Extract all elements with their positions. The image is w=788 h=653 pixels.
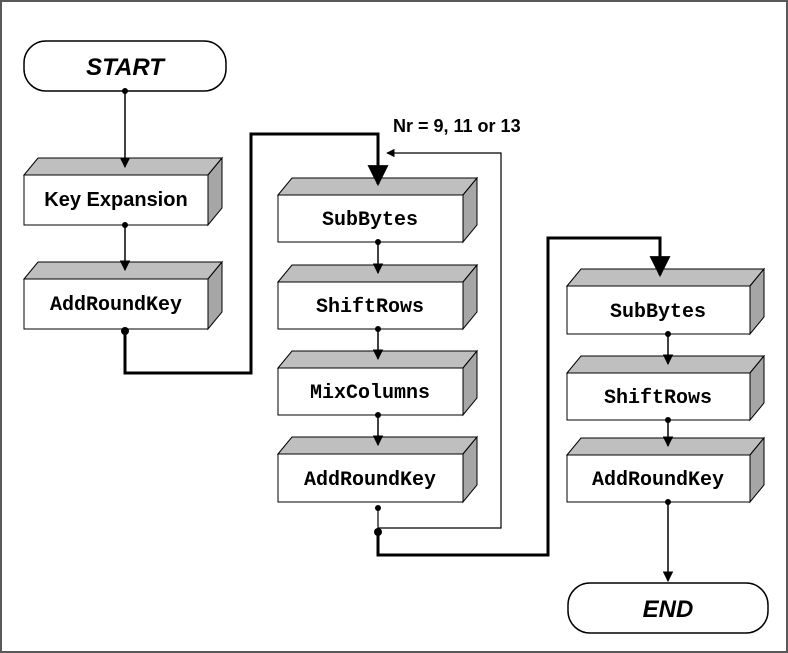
connector-shift-rows-to-mix-columns	[372, 326, 384, 361]
start-label: START	[86, 54, 166, 81]
sub-bytes-label-main: SubBytes	[322, 209, 418, 232]
connector-final-to-end	[662, 499, 674, 583]
loop-back-connector	[375, 148, 502, 529]
start-terminal: START	[23, 40, 227, 92]
connector-final-shift-rows-to-add-round-key	[662, 417, 674, 448]
connector-sub-bytes-to-shift-rows	[372, 239, 384, 275]
sub-bytes-label-final: SubBytes	[610, 301, 706, 324]
add-round-key-box-main: AddRoundKey	[276, 435, 479, 504]
end-terminal: END	[567, 582, 769, 634]
connector-key-expansion-to-add-round-key	[119, 222, 131, 272]
shift-rows-label-final: ShiftRows	[604, 387, 712, 410]
add-round-key-box-final: AddRoundKey	[565, 436, 766, 504]
connector-start-to-key-expansion	[119, 88, 131, 169]
connector-initial-to-main-round	[121, 132, 389, 375]
shift-rows-label-main: ShiftRows	[316, 296, 424, 319]
sub-bytes-box-main: SubBytes	[276, 176, 479, 244]
add-round-key-label-initial: AddRoundKey	[50, 294, 182, 317]
shift-rows-box-final: ShiftRows	[565, 354, 766, 422]
sub-bytes-box-final: SubBytes	[565, 267, 766, 336]
add-round-key-box-initial: AddRoundKey	[22, 260, 224, 331]
connector-main-to-final-round	[374, 236, 671, 557]
end-label: END	[643, 596, 694, 623]
mix-columns-box: MixColumns	[276, 349, 479, 417]
connector-final-sub-bytes-to-shift-rows	[662, 331, 674, 366]
add-round-key-label-main: AddRoundKey	[304, 469, 436, 492]
add-round-key-label-final: AddRoundKey	[592, 469, 724, 492]
connector-mix-columns-to-add-round-key	[372, 412, 384, 447]
mix-columns-label: MixColumns	[310, 382, 430, 405]
loop-count-note: Nr = 9, 11 or 13	[393, 116, 521, 136]
shift-rows-box-main: ShiftRows	[276, 263, 479, 331]
key-expansion-label: Key Expansion	[44, 189, 187, 211]
key-expansion-box: Key Expansion	[22, 156, 224, 227]
